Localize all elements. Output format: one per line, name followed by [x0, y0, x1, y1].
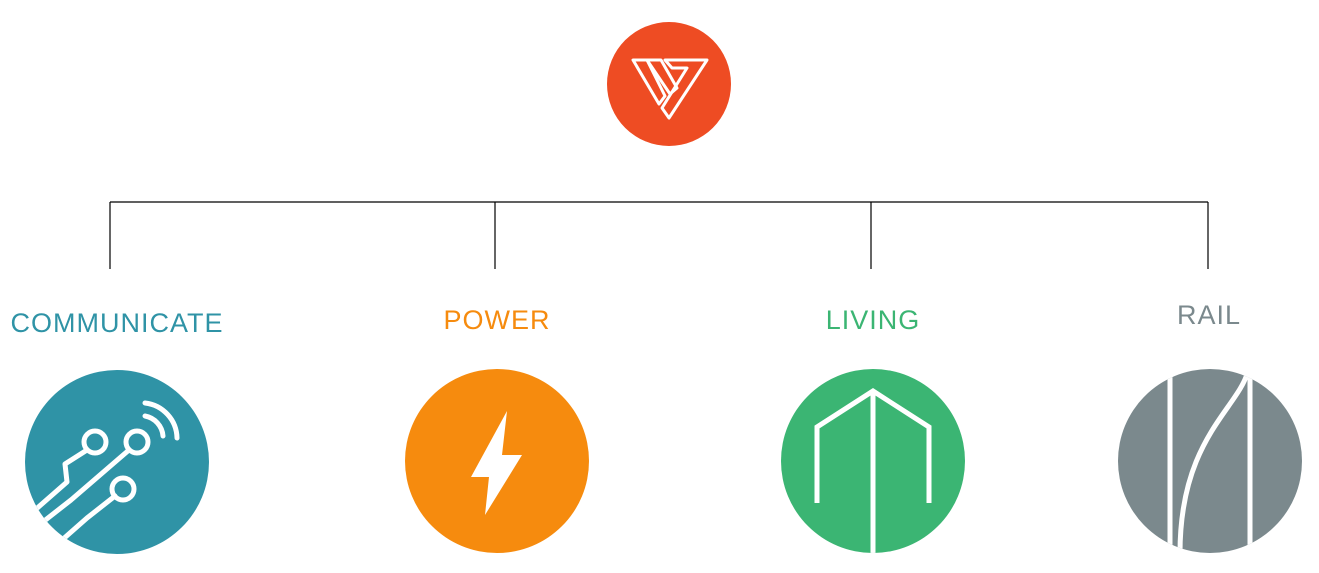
label-living: LIVING — [825, 305, 921, 335]
v-logo-icon — [607, 22, 731, 146]
root-logo — [607, 22, 731, 146]
label-power: POWER — [443, 305, 551, 335]
label-rail: RAIL — [1176, 300, 1242, 330]
living-badge — [781, 369, 965, 553]
rail-track-icon — [1118, 369, 1302, 553]
circuit-signal-icon — [25, 370, 209, 554]
label-communicate: COMMUNICATE — [10, 308, 224, 338]
power-badge — [405, 369, 589, 553]
communicate-badge — [25, 370, 209, 554]
lightning-bolt-icon — [405, 369, 589, 553]
rail-badge — [1118, 369, 1302, 553]
building-outline-icon — [781, 369, 965, 553]
